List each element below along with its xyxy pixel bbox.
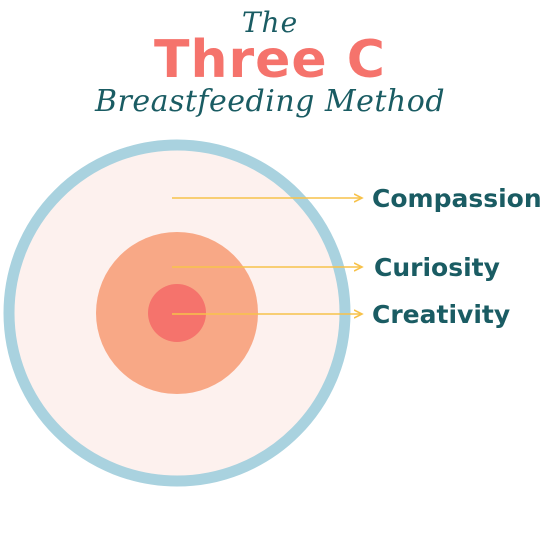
inner-circle (148, 284, 206, 342)
page-subtitle: Breastfeeding Method (94, 84, 446, 119)
label-curiosity: Curiosity (374, 253, 500, 282)
label-compassion: Compassion (372, 184, 540, 213)
label-creativity: Creativity (372, 300, 510, 329)
page-title: Three C (154, 30, 386, 90)
title-prefix: The (241, 6, 299, 39)
